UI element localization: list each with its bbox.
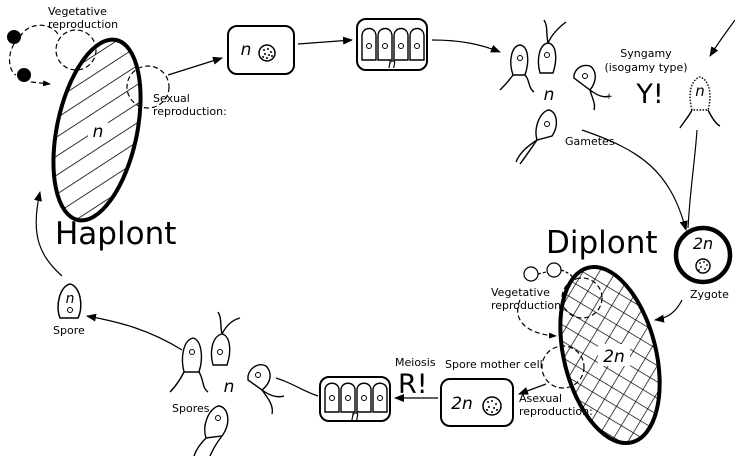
arrow-to-gametes	[431, 39, 501, 53]
gamete-formation-cells: n	[356, 18, 428, 72]
syngamy-code: Y!	[635, 79, 663, 110]
diplont-organism: 2n	[558, 264, 662, 446]
gamete-formation-ploidy-label: n	[388, 57, 396, 72]
arrow-to-gametangium-cell	[167, 56, 223, 76]
asexual-reproduction-label-2: reproduction:	[519, 405, 593, 418]
vegetative-reproduction-mid-label-2: reproduction	[491, 299, 561, 312]
gametes-label: Gametes	[565, 135, 615, 148]
spore-single: n	[57, 283, 82, 319]
spore-label: Spore	[53, 324, 85, 337]
syngamy-label-2: (isogamy type)	[604, 61, 687, 74]
spore-ploidy-label: n	[66, 291, 75, 307]
zygote: 2n	[673, 225, 733, 285]
zygote-label: Zygote	[690, 288, 729, 301]
haplont-organism: n	[51, 37, 143, 223]
arrow-spores-to-spore	[86, 313, 183, 351]
diplont-ploidy-label: 2n	[603, 347, 625, 367]
sexual-reproduction-label-1: Sexual	[153, 92, 190, 105]
arrow-to-spore-mother-cell	[518, 383, 547, 395]
vegetative-reproduction-top-label-2: reproduction	[48, 18, 118, 31]
gamete-plus-mark: +	[605, 92, 613, 102]
sexual-reproduction-label-2: reproduction:	[153, 105, 227, 118]
gametes-ploidy-label: n	[544, 85, 555, 105]
spore-mother-cell-ploidy-label: 2n	[451, 394, 473, 414]
vegetative-reproduction-mid-label-1: Vegetative	[491, 286, 550, 299]
sexual-reproduction-region	[126, 65, 170, 109]
gametes-group	[499, 19, 611, 165]
arrow-zygote-to-diplont	[654, 299, 683, 323]
asexual-reproduction-region	[541, 345, 585, 389]
meiosis-label: Meiosis	[395, 356, 436, 369]
zygote-ploidy-label: 2n	[693, 234, 713, 253]
gamete-fused: n	[679, 76, 721, 129]
meiosis-code: R!	[398, 369, 428, 400]
arrow-incoming-gamete	[709, 19, 735, 57]
spores-ploidy-label: n	[224, 377, 235, 397]
arrow-to-spores-connector	[275, 377, 319, 397]
gamete-fused-ploidy-label: n	[695, 82, 705, 100]
vegetative-reproduction-mid	[517, 262, 603, 339]
asexual-reproduction-label-1: Asexual	[519, 392, 562, 405]
arrow-fused-to-zygote	[687, 129, 698, 229]
spore-formation-ploidy-label: n	[351, 409, 359, 424]
spores-group	[169, 311, 285, 456]
vegetative-reproduction-top-label-1: Vegetative	[48, 5, 107, 18]
arrow-to-gamete-formation	[297, 36, 353, 45]
haplont-label: Haplont	[55, 216, 176, 252]
arrow-spore-to-haplont	[34, 191, 63, 277]
spore-mother-cell-label: Spore mother cell	[445, 358, 543, 371]
syngamy-label-1: Syngamy	[620, 47, 672, 60]
gametangium-ploidy-label: n	[241, 40, 252, 60]
diplont-label: Diplont	[546, 225, 658, 261]
spore-mother-cell: 2n	[440, 378, 514, 427]
haplont-ploidy-label: n	[93, 122, 104, 142]
gametangium-cell: n	[227, 25, 295, 75]
spores-label: Spores	[172, 402, 210, 415]
vegetative-reproduction-top	[7, 24, 97, 87]
spore-formation-cells: n	[319, 376, 391, 424]
arrow-gametes-to-zygote	[581, 129, 688, 231]
